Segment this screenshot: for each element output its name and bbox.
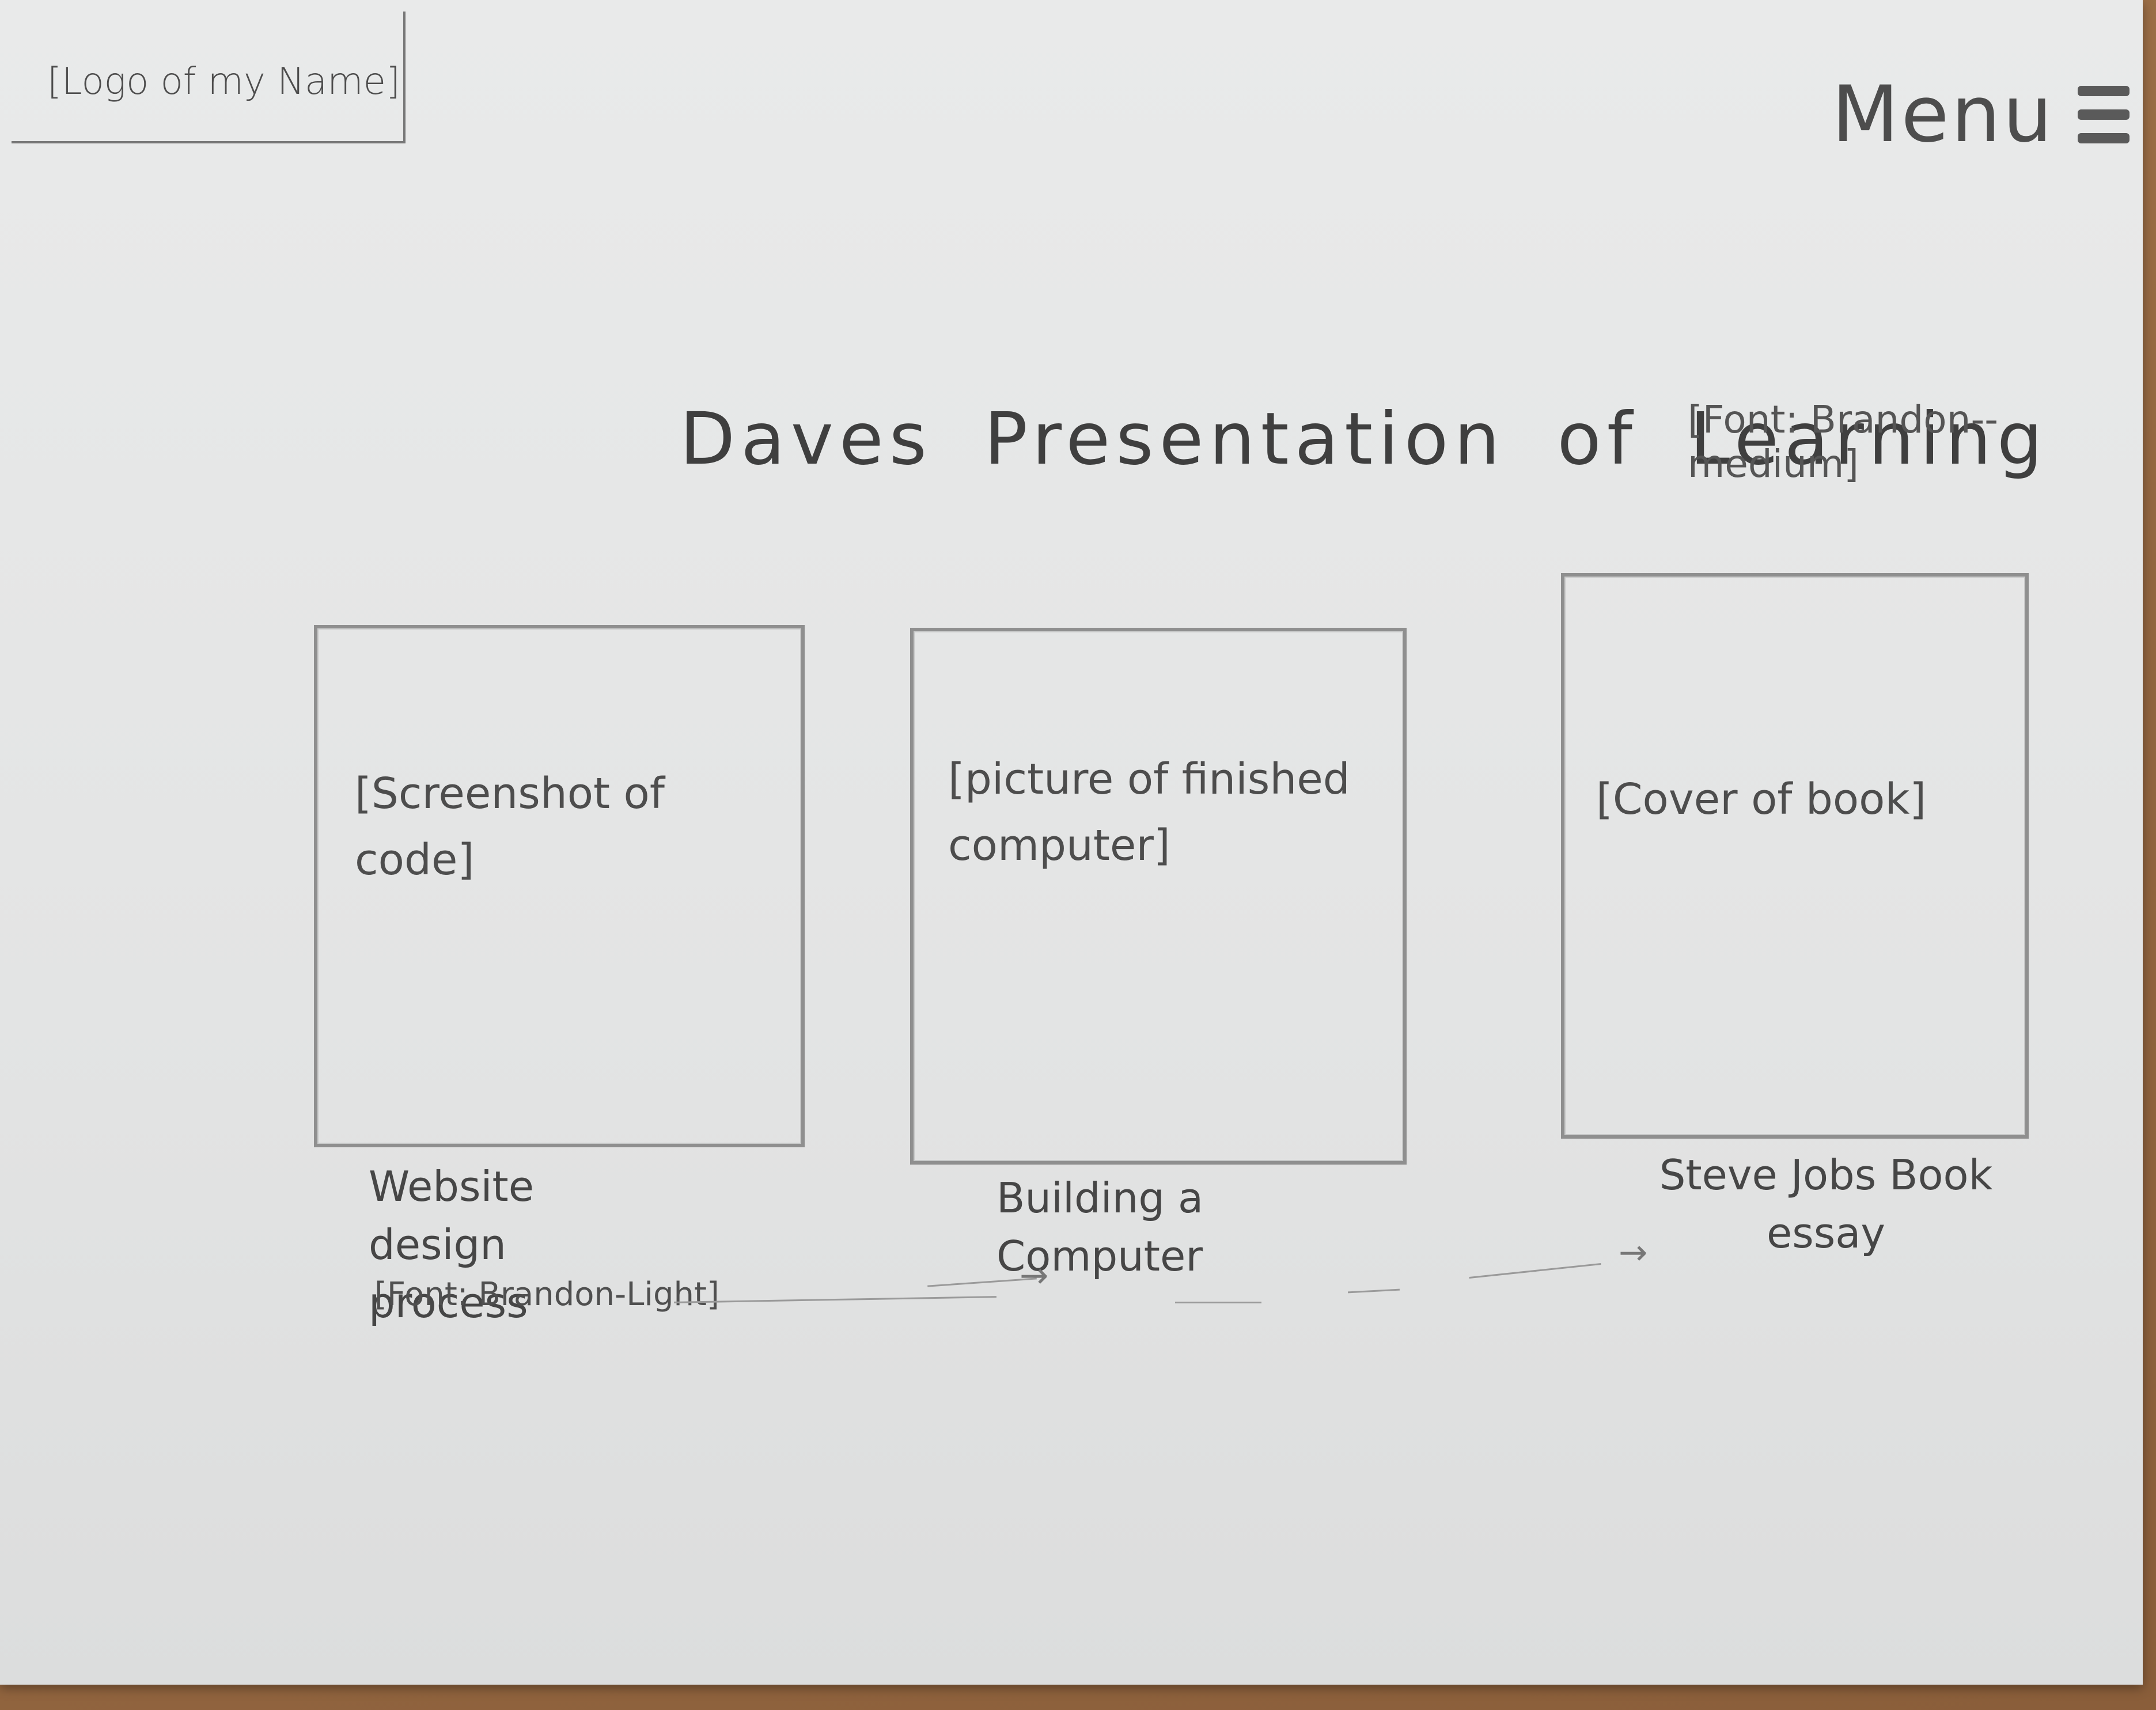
card-caption-computer[interactable]: Building a Computer <box>996 1174 1204 1280</box>
menu-label: Menu <box>1832 69 2055 160</box>
caption-font-note: [Font: Brandon-Light] <box>374 1276 719 1313</box>
wireframe-sheet: [Logo of my Name] Menu Daves Presentatio… <box>0 0 2143 1685</box>
logo-label: [Logo of my Name] <box>47 60 400 103</box>
project-card-website[interactable]: [Screenshot of code] <box>314 625 805 1147</box>
flow-line <box>674 1296 996 1303</box>
page-title: Daves Presentation of Learning <box>680 397 2049 481</box>
logo-placeholder[interactable]: [Logo of my Name] <box>12 12 406 143</box>
title-font-note: [Font: Brandon--medium] <box>1688 397 1999 486</box>
flow-line <box>1347 1288 1400 1294</box>
project-card-computer[interactable]: [picture of finished computer] <box>910 628 1407 1165</box>
flow-line <box>1469 1262 1601 1279</box>
menu-button[interactable]: Menu <box>1832 69 2130 160</box>
card-caption-book[interactable]: Steve Jobs Book essay <box>1659 1151 1993 1257</box>
arrow-right-icon: → <box>1020 1256 1049 1296</box>
card-caption-website[interactable]: Website design process <box>369 1162 535 1327</box>
card-image-placeholder: [Screenshot of code] <box>355 769 665 885</box>
flow-line <box>1175 1302 1261 1303</box>
arrow-right-icon: → <box>1619 1233 1648 1273</box>
project-card-book[interactable]: [Cover of book] <box>1561 573 2029 1139</box>
card-image-placeholder: [Cover of book] <box>1596 775 1927 824</box>
card-image-placeholder: [picture of finished computer] <box>948 754 1350 870</box>
hamburger-icon[interactable] <box>2077 85 2130 143</box>
